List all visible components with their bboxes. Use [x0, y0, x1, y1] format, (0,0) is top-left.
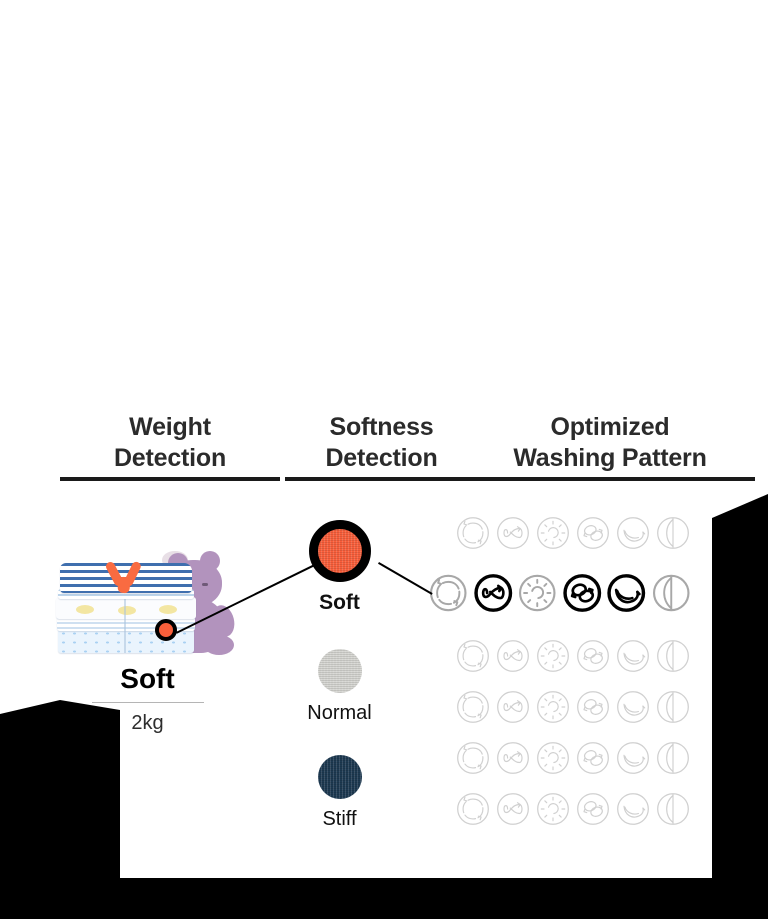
washing-pattern-row[interactable]	[455, 737, 695, 779]
scoop-swing-icon[interactable]	[615, 689, 651, 725]
half-divided-drum-icon[interactable]	[655, 689, 691, 725]
softness-label-stiff: Stiff	[322, 808, 357, 830]
tumble-rotation-icon[interactable]	[455, 791, 491, 827]
scoop-swing-icon[interactable]	[615, 791, 651, 827]
bottom-black-band	[0, 878, 768, 919]
half-divided-drum-icon[interactable]	[651, 567, 692, 619]
weight-detection-column: Soft 2kg	[40, 545, 255, 735]
weight-divider	[91, 702, 204, 703]
scoop-swing-icon[interactable]	[615, 740, 651, 776]
column-header-weight: Weight Detection	[60, 412, 280, 481]
folded-clothes-stack	[56, 560, 196, 653]
half-divided-drum-icon[interactable]	[655, 638, 691, 674]
softness-option-normal[interactable]: Normal	[282, 649, 397, 725]
softness-option-soft[interactable]: Soft	[282, 520, 397, 615]
tumble-rotation-icon[interactable]	[455, 740, 491, 776]
weight-result-label: Soft	[120, 663, 175, 694]
washing-pattern-row-selected[interactable]	[428, 563, 695, 623]
infinity-scrub-icon[interactable]	[495, 791, 531, 827]
scoop-swing-icon[interactable]	[615, 515, 651, 551]
double-loop-swirl-icon[interactable]	[575, 515, 611, 551]
softness-label-normal: Normal	[307, 702, 372, 724]
burst-agitate-icon[interactable]	[535, 791, 571, 827]
fabric-sample-marker	[155, 619, 177, 641]
tumble-rotation-icon[interactable]	[455, 638, 491, 674]
infinity-scrub-icon[interactable]	[495, 638, 531, 674]
column-header-optimized: Optimized Washing Pattern	[465, 412, 755, 481]
washing-pattern-grid	[429, 512, 695, 839]
tumble-rotation-icon[interactable]	[455, 689, 491, 725]
burst-agitate-icon[interactable]	[535, 515, 571, 551]
double-loop-swirl-icon[interactable]	[562, 567, 603, 619]
tumble-rotation-icon[interactable]	[455, 515, 491, 551]
washing-pattern-row[interactable]	[455, 788, 695, 830]
scoop-swing-icon[interactable]	[615, 638, 651, 674]
double-loop-swirl-icon[interactable]	[575, 638, 611, 674]
infinity-scrub-icon[interactable]	[495, 515, 531, 551]
double-loop-swirl-icon[interactable]	[575, 689, 611, 725]
column-header-softness-line1: Softness	[329, 413, 434, 441]
burst-agitate-icon[interactable]	[535, 638, 571, 674]
softness-swatch-soft[interactable]	[308, 520, 371, 582]
infinity-scrub-icon[interactable]	[473, 567, 514, 619]
half-divided-drum-icon[interactable]	[655, 515, 691, 551]
softness-swatch-stiff[interactable]	[317, 755, 362, 799]
column-header-softness: Softness Detection	[285, 412, 478, 481]
white-card	[40, 0, 712, 878]
column-header-softness-line2: Detection	[325, 444, 438, 472]
column-header-optimized-underline	[465, 477, 755, 481]
washing-pattern-row[interactable]	[455, 635, 695, 677]
softness-detection-column: Soft Normal Stiff	[282, 520, 397, 849]
column-header-weight-underline	[60, 477, 280, 481]
half-divided-drum-icon[interactable]	[655, 791, 691, 827]
column-headers: Weight Detection Softness Detection Opti…	[40, 412, 755, 482]
burst-agitate-icon[interactable]	[535, 689, 571, 725]
weight-value: 2kg	[131, 712, 164, 734]
column-header-weight-line1: Weight	[129, 413, 211, 441]
column-header-weight-line2: Detection	[113, 444, 227, 472]
burst-agitate-icon[interactable]	[517, 567, 558, 619]
softness-swatch-normal[interactable]	[317, 649, 362, 693]
burst-agitate-icon[interactable]	[535, 740, 571, 776]
column-header-optimized-line2: Washing Pattern	[513, 444, 707, 472]
column-header-softness-underline	[285, 477, 478, 481]
orange-ribbon	[104, 560, 143, 595]
column-header-optimized-line1: Optimized	[550, 413, 670, 441]
double-loop-swirl-icon[interactable]	[575, 791, 611, 827]
infinity-scrub-icon[interactable]	[495, 689, 531, 725]
washing-pattern-row[interactable]	[455, 512, 695, 554]
scoop-swing-icon[interactable]	[606, 567, 647, 619]
half-divided-drum-icon[interactable]	[655, 740, 691, 776]
infinity-scrub-icon[interactable]	[495, 740, 531, 776]
right-black-wedge	[712, 494, 768, 919]
tumble-rotation-icon[interactable]	[428, 567, 469, 619]
laundry-photo	[50, 545, 245, 655]
softness-option-stiff[interactable]: Stiff	[282, 755, 397, 831]
softness-label-soft: Soft	[319, 591, 360, 614]
washing-pattern-row[interactable]	[455, 686, 695, 728]
double-loop-swirl-icon[interactable]	[575, 740, 611, 776]
